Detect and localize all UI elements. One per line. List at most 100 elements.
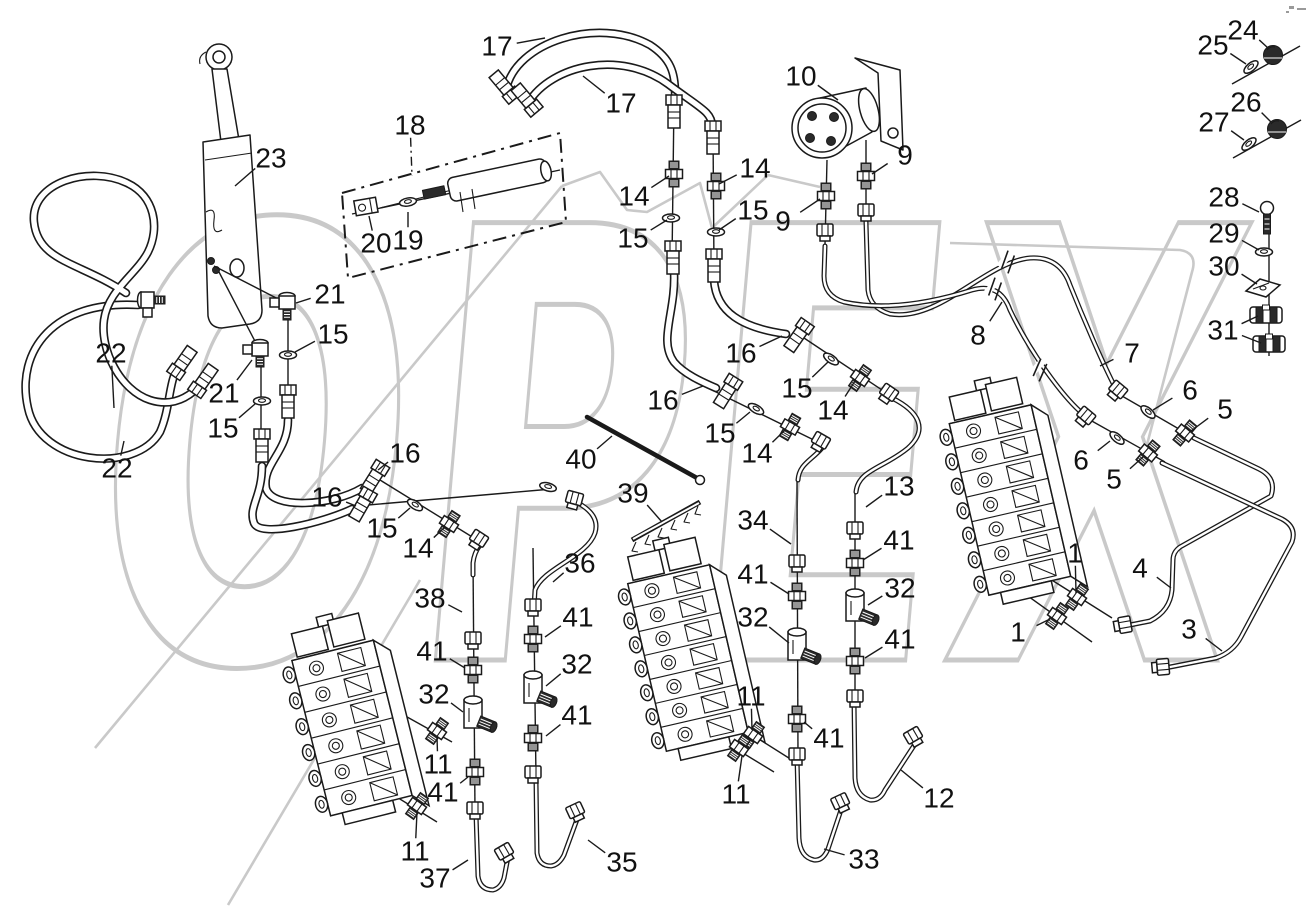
- fitting-nut: [493, 841, 515, 865]
- callout-24: 24: [1227, 15, 1269, 49]
- part-number-label: 41: [416, 636, 447, 667]
- fitting-nut: [1106, 379, 1129, 403]
- part-number-label: 41: [737, 559, 768, 590]
- part-number-label: 41: [813, 723, 844, 754]
- fitting-ferrule: [664, 240, 682, 275]
- part-number-label: 17: [481, 31, 512, 62]
- part-number-label: 25: [1197, 30, 1228, 61]
- part-number-label: 27: [1198, 107, 1229, 138]
- fitting-stud-41: [523, 625, 543, 653]
- part-number-label: 20: [360, 228, 391, 259]
- callout-27: 27: [1198, 107, 1245, 141]
- part-number-label: 33: [848, 844, 879, 875]
- part-number-label: 41: [561, 700, 592, 731]
- callout-11: 11: [736, 681, 766, 731]
- fitting-stud-11: [726, 733, 752, 763]
- fitting-stud-9: [856, 162, 876, 190]
- fitting-stud-41: [787, 705, 807, 733]
- part-number-label: 1: [1067, 538, 1083, 569]
- part-number-label: 14: [618, 181, 649, 212]
- tube-4: [1123, 436, 1274, 628]
- fitting-nut: [464, 631, 482, 650]
- part-number-label: 16: [725, 338, 756, 369]
- callout-8: 8: [970, 301, 1003, 351]
- fitting-cap-26: [1267, 119, 1287, 139]
- part-number-label: 8: [970, 320, 986, 351]
- callout-37: 37: [419, 859, 469, 894]
- fitting-clamp-31: [1252, 333, 1286, 353]
- part-number-label: 15: [737, 195, 768, 226]
- callout-5: 5: [1190, 394, 1233, 432]
- tube-36: [532, 498, 598, 610]
- part-number-label: 29: [1208, 218, 1239, 249]
- fitting-elbow32-32: [463, 695, 498, 733]
- callout-21: 21: [208, 359, 253, 409]
- part-number-label: 4: [1132, 553, 1148, 584]
- tube-13: [854, 396, 921, 494]
- hose-16-a: [711, 277, 789, 337]
- fitting-nut: [857, 203, 875, 222]
- part-number-label: 18: [394, 110, 425, 141]
- hose-7: [864, 220, 1118, 391]
- callout-40: 40: [565, 435, 613, 475]
- fitting-nut: [830, 792, 851, 815]
- part-number-label: 28: [1208, 182, 1239, 213]
- fitting-washer-15: [747, 402, 765, 416]
- callout-13: 13: [865, 471, 915, 508]
- part-number-label: 9: [775, 206, 791, 237]
- tube-33: [795, 756, 846, 862]
- part-number-label: 38: [414, 583, 445, 614]
- callout-28: 28: [1208, 182, 1260, 213]
- callout-21: 21: [295, 279, 346, 310]
- part-number-label: 14: [402, 533, 433, 564]
- hose-break-mark: [1028, 358, 1048, 382]
- part-number-label: 11: [400, 836, 429, 867]
- fitting-washer-27: [1241, 136, 1257, 152]
- fitting-clevis-20: [352, 196, 379, 217]
- callout-6: 6: [1152, 375, 1198, 411]
- fitting-nut: [816, 223, 834, 242]
- callout-10: 10: [785, 61, 839, 101]
- fitting-stud-14: [778, 412, 802, 442]
- callout-32: 32: [867, 573, 916, 606]
- callout-22: 22: [101, 440, 133, 484]
- part-number-label: 32: [561, 649, 592, 680]
- fitting-nut: [846, 689, 864, 708]
- hose-16-c: [262, 417, 365, 506]
- callout-15: 15: [207, 403, 256, 444]
- callout-14: 14: [618, 175, 670, 212]
- callout-1: 1: [1067, 538, 1083, 594]
- fitting-nut: [902, 725, 924, 749]
- fitting-washer-15: [822, 352, 840, 366]
- callout-11: 11: [423, 736, 453, 780]
- fitting-elbow21-21: [242, 338, 269, 368]
- part-number-label: 15: [617, 223, 648, 254]
- part-number-label: 41: [562, 602, 593, 633]
- fitting-washer-6: [1109, 430, 1125, 446]
- part-number-label: 15: [781, 373, 812, 404]
- fitting-stud-41: [523, 724, 543, 752]
- part-number-label: 6: [1073, 445, 1089, 476]
- callout-35: 35: [587, 839, 638, 878]
- callout-32: 32: [418, 679, 464, 713]
- valve-block-left: [282, 612, 431, 826]
- callout-41: 41: [862, 525, 915, 561]
- callout-19: 19: [392, 212, 424, 256]
- fitting-bolt-28: [1259, 200, 1275, 235]
- part-number-label: 41: [427, 777, 458, 808]
- corner-mark: [1286, 6, 1306, 13]
- part-number-label: 39: [617, 478, 648, 509]
- callout-16: 16: [377, 438, 421, 471]
- fitting-nut: [810, 430, 832, 454]
- part-number-label: 3: [1181, 614, 1197, 645]
- callout-6: 6: [1073, 440, 1111, 476]
- fitting-nut: [524, 598, 542, 617]
- fitting-stud-11: [404, 791, 430, 821]
- tube-3: [1160, 461, 1295, 670]
- part-number-label: 32: [884, 573, 915, 604]
- part-number-label: 40: [565, 444, 596, 475]
- fitting-nut: [1074, 405, 1097, 429]
- callout-33: 33: [823, 844, 880, 875]
- fitting-washer-15: [406, 498, 424, 512]
- hose-17-a: [503, 30, 678, 101]
